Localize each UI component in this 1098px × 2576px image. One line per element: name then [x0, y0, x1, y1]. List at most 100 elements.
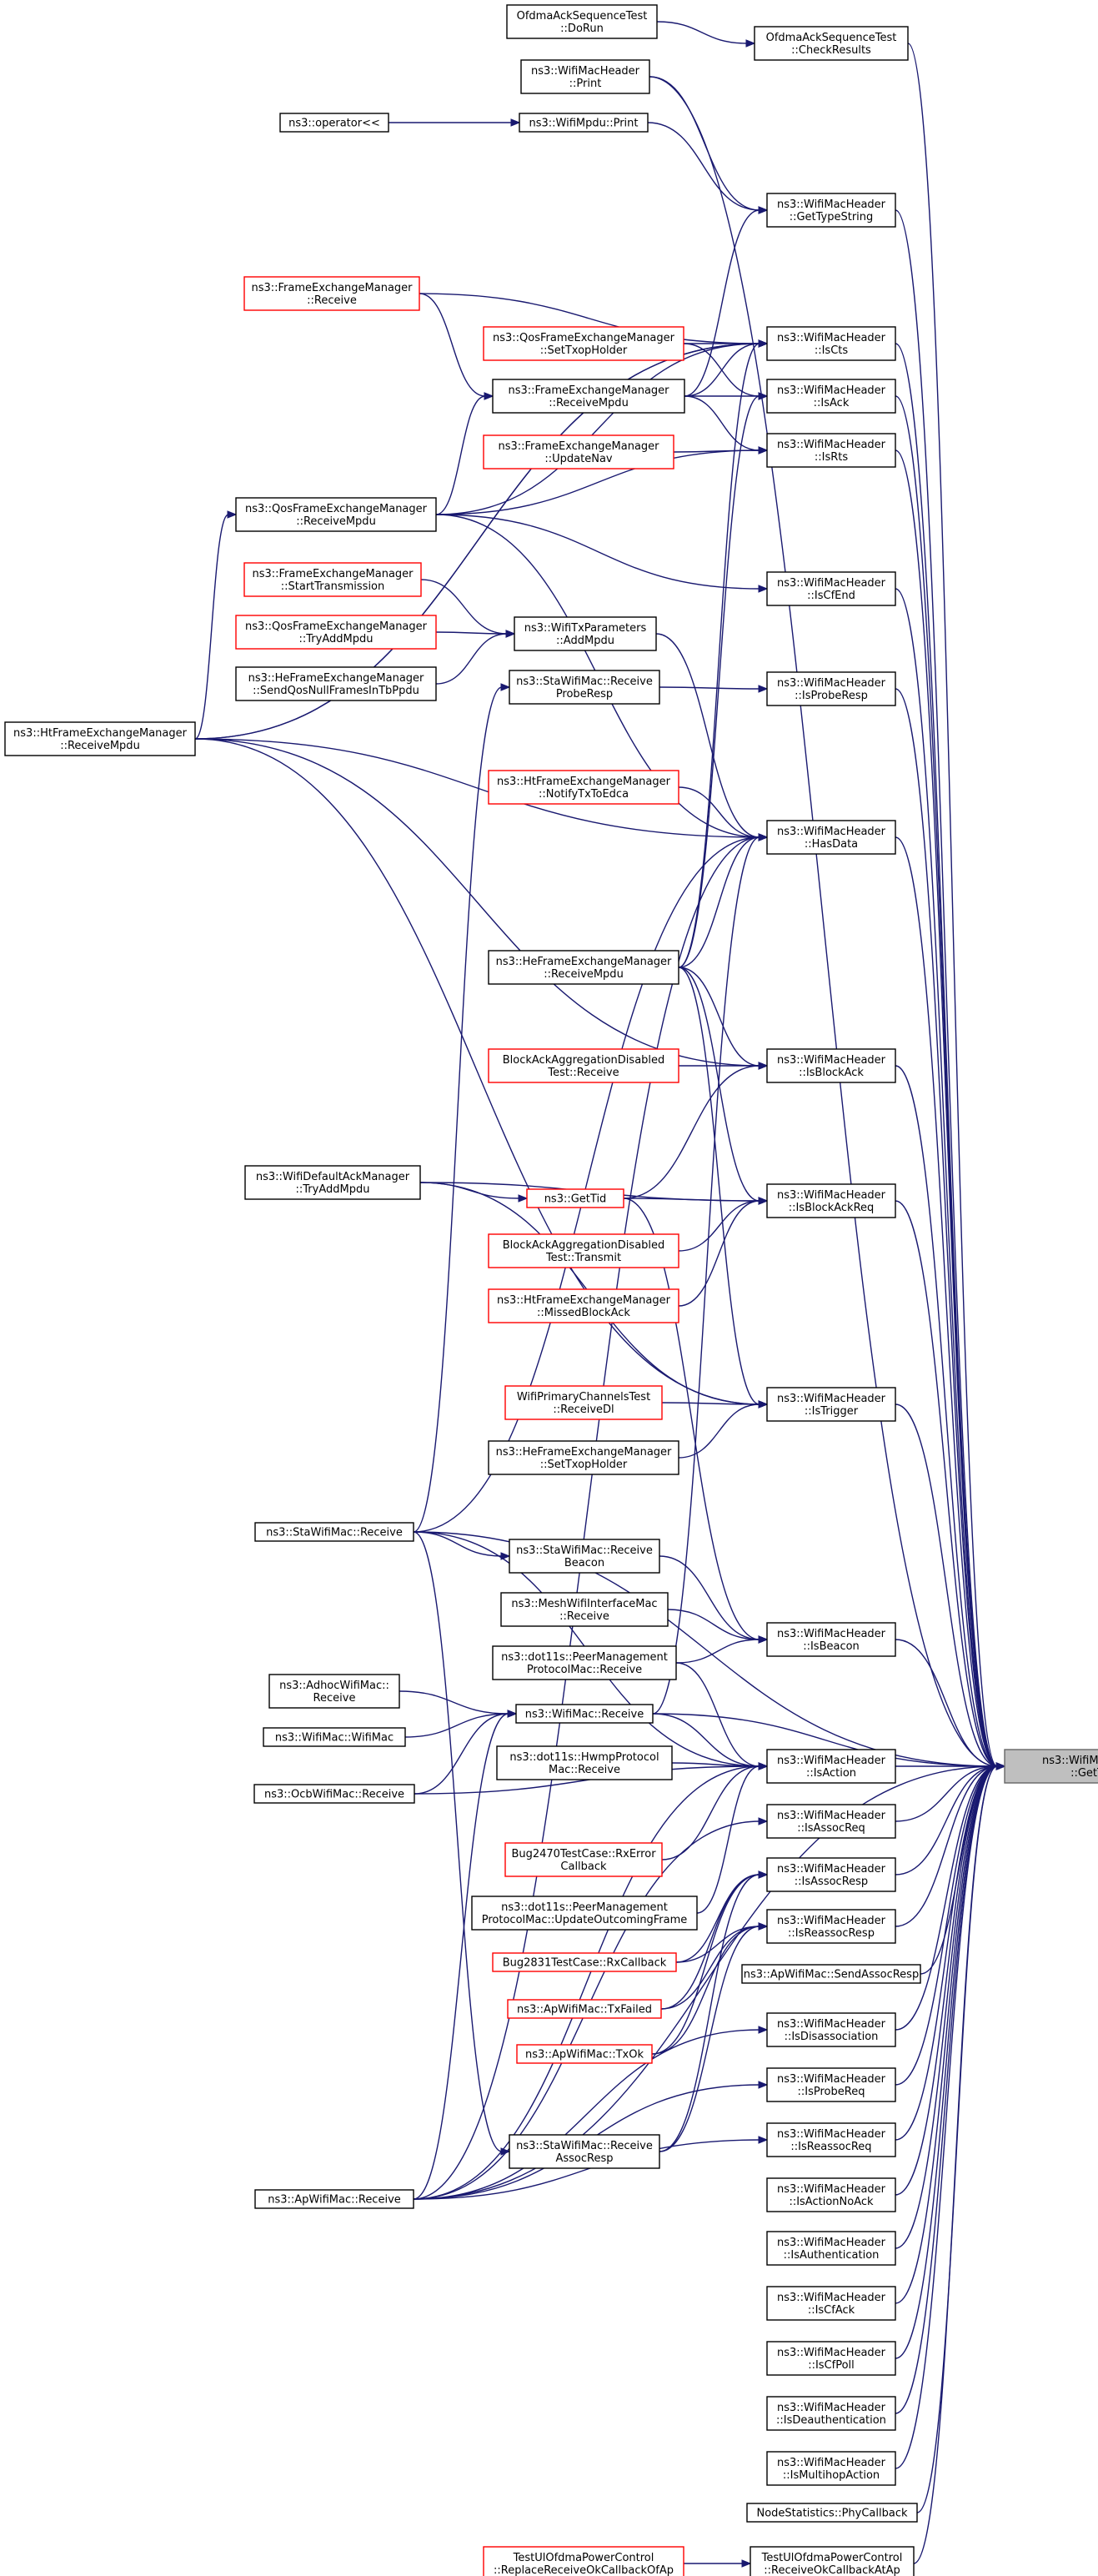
node-ulofdma-replace[interactable]: TestUlOfdmaPowerControl::ReplaceReceiveO…: [483, 2546, 684, 2576]
node-label-line: ns3::QosFrameExchangeManager: [245, 620, 428, 633]
node-box: [488, 1288, 679, 1323]
node-iscfpoll[interactable]: ns3::WifiMacHeader::IsCfPoll: [766, 2341, 896, 2376]
edge-gettid-to-isblockack: [623, 1062, 769, 1199]
node-htfem-notifytx[interactable]: ns3::HtFrameExchangeManager::NotifyTxToE…: [488, 770, 679, 805]
node-label-line: ::StartTransmission: [281, 580, 385, 593]
node-box: [766, 2341, 896, 2376]
node-ulofdma-rxok[interactable]: TestUlOfdmaPowerControl::ReceiveOkCallba…: [750, 2546, 915, 2576]
node-hefem-receivempdu[interactable]: ns3::HeFrameExchangeManager::ReceiveMpdu: [488, 950, 679, 985]
edge-line: [895, 1200, 998, 1767]
node-label-line: BlockAckAggregationDisabled: [503, 1054, 665, 1067]
node-pmp-receive[interactable]: ns3::dot11s::PeerManagementProtocolMac::…: [492, 1645, 677, 1680]
node-ofdma-dorun[interactable]: OfdmaAckSequenceTest::DoRun: [506, 4, 658, 39]
node-label-line: ::IsBeacon: [803, 1640, 860, 1653]
node-qfem-receivempdu[interactable]: ns3::QosFrameExchangeManager::ReceiveMpd…: [235, 497, 437, 532]
edge-line: [895, 1765, 998, 2086]
node-isassocresp[interactable]: ns3::WifiMacHeader::IsAssocResp: [766, 1857, 896, 1892]
node-fem-starttx[interactable]: ns3::FrameExchangeManager::StartTransmis…: [243, 562, 422, 597]
node-isauth[interactable]: ns3::WifiMacHeader::IsAuthentication: [766, 2231, 896, 2266]
node-qfem-settxop[interactable]: ns3::QosFrameExchangeManager::SetTxopHol…: [483, 326, 684, 361]
node-defack-tryadd[interactable]: ns3::WifiDefaultAckManager::TryAddMpdu: [244, 1165, 421, 1200]
node-label-line: ns3::dot11s::PeerManagement: [501, 1901, 668, 1914]
node-isbeacon[interactable]: ns3::WifiMacHeader::IsBeacon: [766, 1622, 896, 1657]
node-isproberesp[interactable]: ns3::WifiMacHeader::IsProbeResp: [766, 671, 896, 706]
node-isreassocreq[interactable]: ns3::WifiMacHeader::IsReassocReq: [766, 2122, 896, 2157]
arrowhead: [500, 1552, 511, 1560]
node-op-ll[interactable]: ns3::operator<<: [279, 113, 389, 133]
node-box: [516, 2044, 653, 2064]
node-sta-receive[interactable]: ns3::StaWifiMac::Receive: [254, 1522, 414, 1542]
node-isaction[interactable]: ns3::WifiMacHeader::IsAction: [766, 1749, 896, 1784]
node-mpdu-print[interactable]: ns3::WifiMpdu::Print: [519, 113, 649, 133]
node-label-line: ::IsAssocReq: [797, 1822, 865, 1835]
node-fem-receive[interactable]: ns3::FrameExchangeManager::Receive: [243, 276, 420, 311]
node-isblockack[interactable]: ns3::WifiMacHeader::IsBlockAck: [766, 1048, 896, 1083]
node-bug2831[interactable]: Bug2831TestCase::RxCallback: [492, 1952, 677, 1972]
edge-line: [413, 2029, 760, 2200]
node-isack[interactable]: ns3::WifiMacHeader::IsAck: [766, 379, 896, 414]
edge-line: [684, 343, 760, 397]
node-nodestats[interactable]: NodeStatistics::PhyCallback: [746, 2503, 918, 2523]
node-gettid[interactable]: ns3::GetTid: [526, 1188, 624, 1208]
node-label-line: ::CheckResults: [791, 44, 871, 57]
node-ap-txok[interactable]: ns3::ApWifiMac::TxOk: [516, 2044, 653, 2064]
node-label-line: ::Receive: [307, 294, 357, 307]
node-mesh-receive[interactable]: ns3::MeshWifiInterfaceMac::Receive: [500, 1592, 669, 1627]
node-htfem-missedba[interactable]: ns3::HtFrameExchangeManager::MissedBlock…: [488, 1288, 679, 1323]
node-label-line: ns3::operator<<: [288, 118, 380, 130]
node-iscfend[interactable]: ns3::WifiMacHeader::IsCfEnd: [766, 571, 896, 606]
node-wpc-receivedl[interactable]: WifiPrimaryChannelsTest::ReceiveDl: [504, 1385, 663, 1420]
node-label-line: ns3::WifiMacHeader: [777, 677, 886, 690]
node-ofdma-check[interactable]: OfdmaAckSequenceTest::CheckResults: [754, 26, 909, 61]
node-isactionnoack[interactable]: ns3::WifiMacHeader::IsActionNoAck: [766, 2177, 896, 2212]
node-label-line: ns3::WifiMacHeader: [1042, 1755, 1098, 1767]
node-isdisassoc[interactable]: ns3::WifiMacHeader::IsDisassociation: [766, 2012, 896, 2047]
node-txparams-addmpdu[interactable]: ns3::WifiTxParameters::AddMpdu: [514, 616, 657, 651]
node-iscfack[interactable]: ns3::WifiMacHeader::IsCfAck: [766, 2286, 896, 2321]
node-fem-receivempdu[interactable]: ns3::FrameExchangeManager::ReceiveMpdu: [492, 379, 685, 414]
edge-nodestats-to-root: [916, 1762, 1006, 2513]
node-label-line: OfdmaAckSequenceTest: [766, 32, 897, 44]
edge-ulofdma-replace-to-ulofdma-rxok: [684, 2559, 752, 2568]
node-gettypestring[interactable]: ns3::WifiMacHeader::GetTypeString: [766, 193, 896, 228]
node-iscts[interactable]: ns3::WifiMacHeader::IsCts: [766, 326, 896, 361]
node-pmp-update[interactable]: ns3::dot11s::PeerManagementProtocolMac::…: [471, 1896, 698, 1931]
node-ap-txfailed[interactable]: ns3::ApWifiMac::TxFailed: [507, 1999, 662, 2019]
node-isdeauth[interactable]: ns3::WifiMacHeader::IsDeauthentication: [766, 2396, 896, 2431]
node-istrigger[interactable]: ns3::WifiMacHeader::IsTrigger: [766, 1387, 896, 1422]
node-label-line: ns3::WifiMacHeader: [777, 2183, 886, 2196]
root-function-node[interactable]: ns3::WifiMacHeader::GetType: [1004, 1749, 1098, 1784]
node-htfem-receivempdu[interactable]: ns3::HtFrameExchangeManager::ReceiveMpdu: [4, 721, 196, 756]
node-box: [492, 1952, 677, 1972]
node-isreassocresp[interactable]: ns3::WifiMacHeader::IsReassocResp: [766, 1909, 896, 1944]
node-ismultihop[interactable]: ns3::WifiMacHeader::IsMultihopAction: [766, 2451, 896, 2486]
node-label-line: ::ReceiveDl: [553, 1403, 614, 1416]
node-fem-updatenav[interactable]: ns3::FrameExchangeManager::UpdateNav: [483, 434, 674, 470]
node-ap-sendassoc[interactable]: ns3::ApWifiMac::SendAssocResp: [741, 1964, 921, 1984]
node-label-line: ns3::HeFrameExchangeManager: [496, 1446, 672, 1459]
node-qfem-tryadd[interactable]: ns3::QosFrameExchangeManager::TryAddMpdu: [235, 615, 437, 650]
node-hefem-sendqosnull[interactable]: ns3::HeFrameExchangeManager::SendQosNull…: [235, 666, 437, 701]
node-isrts[interactable]: ns3::WifiMacHeader::IsRts: [766, 433, 896, 468]
node-wifimac-receive[interactable]: ns3::WifiMac::Receive: [515, 1704, 654, 1724]
node-isblockackreq[interactable]: ns3::WifiMacHeader::IsBlockAckReq: [766, 1183, 896, 1218]
node-label-line: ns3::WifiMacHeader: [777, 2018, 886, 2031]
node-hasdata[interactable]: ns3::WifiMacHeader::HasData: [766, 820, 896, 855]
node-whdr-print[interactable]: ns3::WifiMacHeader::Print: [520, 59, 650, 94]
node-wifimac-ctor[interactable]: ns3::WifiMac::WifiMac: [263, 1727, 406, 1747]
node-ocb-receive[interactable]: ns3::OcbWifiMac::Receive: [253, 1784, 415, 1804]
node-baad-transmit[interactable]: BlockAckAggregationDisabledTest::Transmi…: [488, 1233, 679, 1268]
node-isassocreq[interactable]: ns3::WifiMacHeader::IsAssocReq: [766, 1804, 896, 1839]
edge-ap-receive-to-hasdata: [413, 833, 769, 2200]
edge-htfem-missedba-to-isblockackreq: [678, 1197, 769, 1307]
node-hefem-settxop[interactable]: ns3::HeFrameExchangeManager::SetTxopHold…: [488, 1440, 679, 1475]
node-isprobereq[interactable]: ns3::WifiMacHeader::IsProbeReq: [766, 2067, 896, 2102]
node-ap-receive[interactable]: ns3::ApWifiMac::Receive: [254, 2189, 414, 2209]
node-adhoc-receive[interactable]: ns3::AdhocWifiMac::Receive: [268, 1674, 400, 1709]
